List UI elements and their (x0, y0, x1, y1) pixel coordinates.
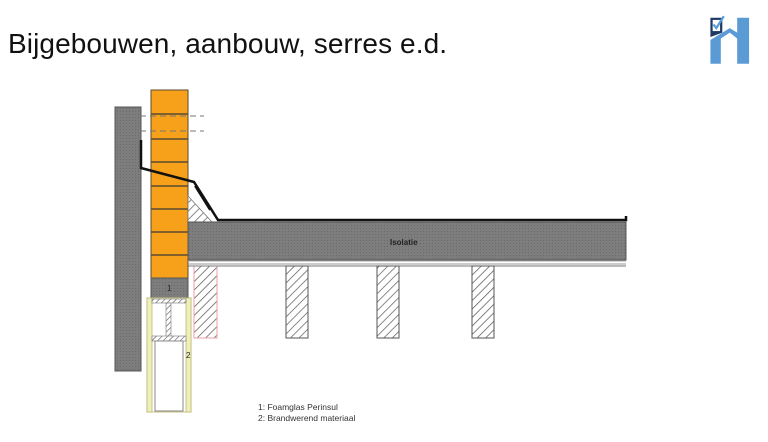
beam (376, 265, 400, 339)
slide-title: Bijgebouwen, aanbouw, serres e.d. (8, 28, 448, 59)
insulation-layer (187, 221, 627, 261)
insulation-label: Isolatie (390, 238, 418, 247)
marker-2: 2 (186, 351, 191, 360)
legend: 1: Foamglas Perinsul 2: Brandwerend mate… (258, 402, 355, 424)
window-frame: 2 (146, 297, 192, 413)
fire-resistant-material (193, 265, 218, 339)
beam (471, 265, 495, 339)
brick-column (150, 89, 189, 279)
legend-item-2: 2: Brandwerend materiaal (258, 413, 356, 423)
marker-1: 1 (167, 284, 172, 293)
existing-wall (114, 106, 142, 372)
beam (285, 265, 309, 339)
legend-item-1: 1: Foamglas Perinsul (258, 402, 338, 412)
roofing-membrane (139, 140, 628, 222)
house-check-logo-icon (710, 15, 750, 64)
